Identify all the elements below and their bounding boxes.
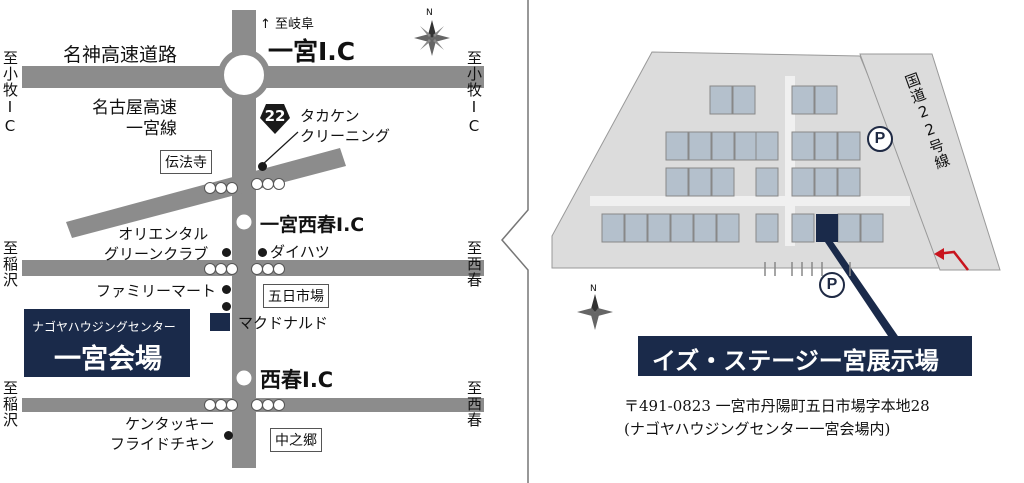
- showroom-leader: [825, 242, 902, 342]
- takaken-label: タカケン クリーニング: [300, 107, 391, 145]
- house-blocks: [601, 85, 884, 243]
- route-number: 22: [264, 107, 286, 125]
- to-komaki-left-label: 至小牧IC: [1, 50, 19, 136]
- highway-name: 名神高速道路: [63, 44, 178, 66]
- mcdonalds-label: マクドナルド: [238, 314, 329, 332]
- nakanogo-sign: 中之郷: [270, 428, 322, 452]
- to-nishiharu-label-1: 至西春: [465, 240, 483, 288]
- showroom-label-box[interactable]: イズ・ステージー宮展示場: [638, 336, 972, 376]
- parking-icon: P: [819, 272, 845, 298]
- address-note: (ナゴヤハウジングセンター一宮会場内): [624, 420, 891, 438]
- to-inazawa-label-2: 至稲沢: [1, 380, 19, 428]
- left-area-map: N 名神高速道路 ↑ 至岐阜 一宮I.C 至小牧IC 至小牧IC 名古屋高速 一…: [0, 0, 500, 483]
- denpoji-sign: 伝法寺: [160, 150, 212, 174]
- venue-main-label: 一宮会場: [54, 344, 162, 375]
- mcdonalds-dot: [222, 302, 231, 311]
- familymart-label: ファミリーマート: [96, 282, 217, 300]
- signal-icon: [204, 263, 238, 275]
- venue-sub-label: ナゴヤハウジングセンター: [32, 320, 176, 334]
- signal-icon: [251, 178, 285, 190]
- to-komaki-right-label: 至小牧IC: [465, 50, 483, 136]
- oriental-label: オリエンタル グリーンクラブ: [104, 225, 209, 263]
- parking-icon: P: [867, 126, 893, 152]
- signal-icon: [251, 263, 285, 275]
- daihatsu-dot: [258, 248, 267, 257]
- route-22-badge: [260, 104, 290, 134]
- nishiharu-ichinomiya-ic-label: 一宮西春I.C: [260, 214, 365, 236]
- to-inazawa-label-1: 至稲沢: [1, 240, 19, 288]
- showroom-block: [816, 214, 838, 242]
- site-plan: [551, 51, 1001, 342]
- route22-band: [859, 53, 1001, 271]
- familymart-dot: [222, 285, 231, 294]
- daihatsu-label: ダイハツ: [270, 243, 330, 261]
- nishiharu-ichinomiya-ic-circle: [233, 211, 255, 233]
- oriental-dot: [222, 248, 231, 257]
- to-nishiharu-label-2: 至西春: [465, 380, 483, 428]
- kfc-dot: [224, 431, 233, 440]
- ichinomiya-ic-circle: [218, 49, 270, 101]
- nishiharu-ic-label: 西春I.C: [260, 368, 334, 392]
- signal-icon: [251, 399, 285, 411]
- left-map-roads: [22, 10, 484, 468]
- venue-box[interactable]: ナゴヤハウジングセンター 一宮会場: [24, 309, 190, 377]
- takaken-dot: [258, 162, 267, 171]
- right-site-map: N 国道22号線 P P イズ・ステージー宮展示場 〒491-0823 一宮市丹…: [530, 0, 1024, 483]
- compass-north-label: N: [426, 8, 433, 18]
- signal-icon: [204, 182, 238, 194]
- compass-north-label: N: [590, 284, 597, 294]
- compass-icon: [414, 20, 450, 56]
- address-text: 〒491-0823 一宮市丹陽町五日市場字本地28: [624, 397, 930, 415]
- parking-area: [764, 262, 851, 276]
- venue-marker: [210, 313, 230, 331]
- to-gifu-label: ↑ 至岐阜: [260, 17, 315, 32]
- compass-icon: [577, 294, 613, 330]
- nishiharu-ic-circle: [233, 367, 255, 389]
- entrance-arrow-icon: [934, 248, 944, 260]
- kfc-label: ケンタッキー フライドチキン: [110, 415, 215, 453]
- showroom-label: イズ・ステージー宮展示場: [652, 347, 939, 375]
- ichinomiya-ic-label: 一宮I.C: [268, 37, 356, 66]
- signal-icon: [204, 399, 238, 411]
- gokaichiba-sign: 五日市場: [263, 284, 329, 308]
- nagoya-expressway-label: 名古屋高速 一宮線: [92, 98, 177, 139]
